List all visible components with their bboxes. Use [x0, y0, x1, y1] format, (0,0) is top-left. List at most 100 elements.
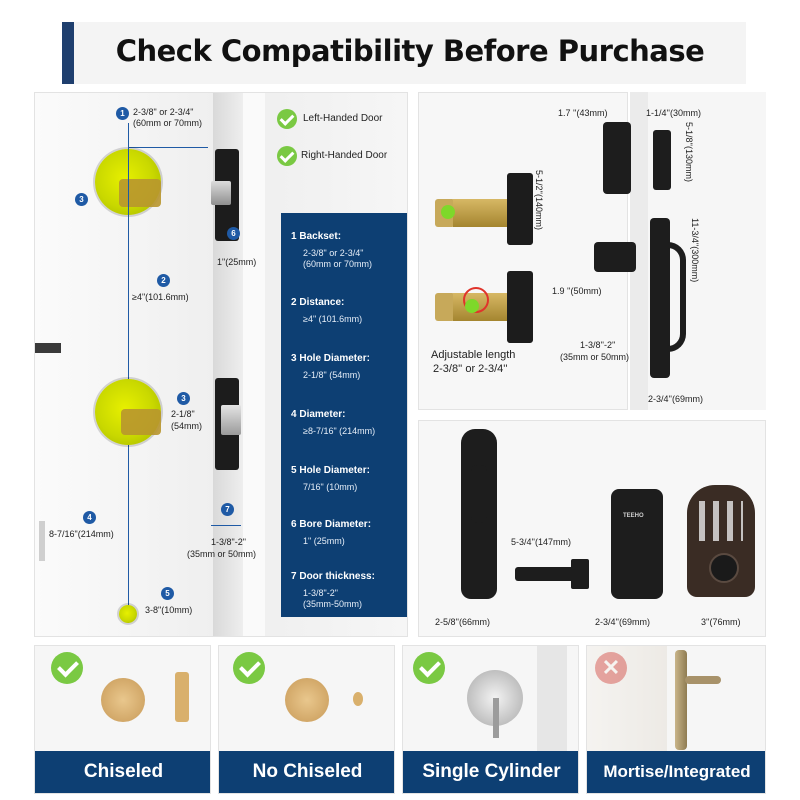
spec-item-small-hole: 5 Hole Diameter: 7/16" (10mm)	[291, 465, 403, 493]
handle-latch-hole	[121, 409, 161, 435]
spec-item-bore: 6 Bore Diameter: 1" (25mm)	[291, 519, 403, 547]
spec-title: Door thickness:	[299, 571, 375, 582]
handleset-thumb-piece	[471, 465, 487, 523]
keypad-cylinder	[709, 553, 739, 583]
callout-2-badge: 2	[157, 274, 170, 287]
handleset-grip	[668, 242, 686, 352]
tile-no-chiseled: No Chiseled	[218, 645, 395, 794]
spec-value: ≥8-7/16" (214mm)	[303, 426, 376, 436]
latch-hole-image	[353, 692, 363, 706]
backset-dimension-line	[128, 147, 208, 148]
callout-3-top-badge: 3	[75, 193, 88, 206]
left-handed-check-icon	[277, 109, 297, 129]
tile-single-cylinder: Single Cylinder	[402, 645, 579, 794]
spec-title: Distance:	[299, 297, 345, 308]
check-icon	[233, 652, 265, 684]
latch-faceplate-2	[507, 271, 533, 343]
lever-length-label: 5-3/4''(147mm)	[511, 537, 571, 547]
callout-3-bottom-badge: 3	[177, 392, 190, 405]
latch-caption-2: 2-3/8'' or 2-3/4''	[433, 363, 508, 375]
distance-label: ≥4"(101.6mm)	[132, 292, 189, 302]
spec-num: 4	[291, 409, 297, 420]
dim-11-3-4: 11-3/4''(300mm)	[690, 218, 700, 283]
dim-5-1-8: 5-1/8''(130mm)	[684, 122, 694, 182]
spec-value: 7/16" (10mm)	[303, 482, 358, 492]
tile-mortise-integrated: ✕ Mortise/Integrated	[586, 645, 766, 794]
tile-label: Chiseled	[35, 751, 210, 793]
spec-title: Diameter:	[299, 409, 346, 420]
spec-item-hole-diameter: 3 Hole Diameter: 2-1/8" (54mm)	[291, 353, 403, 381]
callout-5-badge: 5	[161, 587, 174, 600]
hinge-slot	[39, 521, 45, 561]
lock-dimensions-panel: 1.7 ''(43mm) 1-1/4''(30mm) 5-1/2''(140mm…	[418, 92, 766, 410]
keypad-width-label: 3''(76mm)	[701, 617, 741, 627]
door-trim	[35, 343, 61, 353]
deadbolt-latch-hole	[119, 179, 161, 207]
door-diagram-panel: 1 2-3/8" or 2-3/4" (60mm or 70mm) 3 6 1"…	[34, 92, 408, 637]
spec-title: Bore Diameter:	[299, 519, 372, 530]
backset-label: 2-3/8" or 2-3/4"	[133, 107, 194, 117]
thickness-label: 1-3/8"-2"	[211, 537, 246, 547]
door-frame-image	[537, 646, 567, 753]
spec-title: Hole Diameter:	[299, 465, 370, 476]
small-hole-label: 3-8"(10mm)	[145, 605, 193, 615]
latch-panel: Adjustable length 2-3/8'' or 2-3/4''	[418, 92, 628, 410]
diameter-label: 8-7/16"(214mm)	[49, 529, 114, 539]
center-line	[128, 123, 129, 623]
spec-item-diameter: 4 Diameter: ≥8-7/16" (214mm)	[291, 409, 403, 437]
handleset-side-view	[594, 242, 636, 272]
right-handed-check-icon	[277, 146, 297, 166]
spec-box: 1 Backset: 2-3/8" or 2-3/4" (60mm or 70m…	[281, 213, 407, 617]
backset-metric-label: (60mm or 70mm)	[133, 118, 203, 128]
dim-2-3-4: 2-3/4''(69mm)	[648, 394, 703, 404]
smart-lock-product	[611, 489, 663, 599]
bore-hole-image	[101, 678, 145, 722]
spec-title: Backset:	[299, 231, 342, 242]
deadbolt-side-view	[603, 122, 631, 194]
hole-diameter-metric-label: (54mm)	[171, 421, 202, 431]
bore-hole-image	[285, 678, 329, 722]
door-edge-strip	[630, 92, 648, 410]
tile-label: Mortise/Integrated	[587, 751, 765, 793]
tile-label: No Chiseled	[219, 751, 394, 793]
door-frame-image	[587, 646, 667, 753]
tile-chiseled: Chiseled	[34, 645, 211, 794]
mortise-lever-image	[685, 676, 721, 684]
latch-mortise-image	[175, 672, 189, 722]
keypad-grid	[699, 501, 743, 541]
spec-value: 1-3/8"-2"	[303, 588, 338, 598]
spec-num: 7	[291, 571, 297, 582]
spec-value: ≥4" (101.6mm)	[303, 314, 363, 324]
latch-faceplate-1	[507, 173, 533, 245]
spec-num: 5	[291, 465, 297, 476]
mortise-plate-image	[675, 650, 687, 750]
bore-label: 1"(25mm)	[217, 257, 257, 267]
smart-lock-brand: TEEHO	[623, 513, 644, 519]
latch-caption: Adjustable length	[431, 349, 516, 361]
lever-product	[515, 567, 587, 581]
products-panel: 2-5/8''(66mm) 5-3/4''(147mm) TEEHO 2-3/4…	[418, 420, 766, 637]
spec-num: 2	[291, 297, 297, 308]
spec-num: 6	[291, 519, 297, 530]
spec-num: 3	[291, 353, 297, 364]
spec-value: 2-1/8" (54mm)	[303, 370, 361, 380]
callout-1-badge: 1	[116, 107, 129, 120]
thickness-dimension-line	[211, 525, 241, 526]
hole-diameter-label: 2-1/8"	[171, 409, 195, 419]
check-icon	[413, 652, 445, 684]
dim-1-1-4: 1-1/4''(30mm)	[646, 108, 701, 118]
tile-label: Single Cylinder	[403, 751, 578, 793]
spec-value: 1" (25mm)	[303, 536, 345, 546]
spec-title: Hole Diameter:	[299, 353, 370, 364]
spec-item-backset: 1 Backset: 2-3/8" or 2-3/4" (60mm or 70m…	[291, 231, 403, 270]
dim-1-3-8-2: 1-3/8''-2''	[580, 340, 616, 350]
lever-rose	[571, 559, 589, 589]
dim-1-7: 1.7 ''(43mm)	[558, 108, 608, 118]
spec-value-2: (35mm-50mm)	[303, 599, 363, 609]
spec-value: 2-3/8" or 2-3/4"	[303, 248, 364, 258]
spec-value-2: (60mm or 70mm)	[303, 259, 373, 269]
page-title: Check Compatibility Before Purchase	[115, 34, 705, 68]
dim-35-50mm: (35mm or 50mm)	[560, 352, 630, 362]
handleset-width-label: 2-5/8''(66mm)	[435, 617, 490, 627]
dim-5-1-2: 5-1/2''(140mm)	[534, 170, 544, 230]
